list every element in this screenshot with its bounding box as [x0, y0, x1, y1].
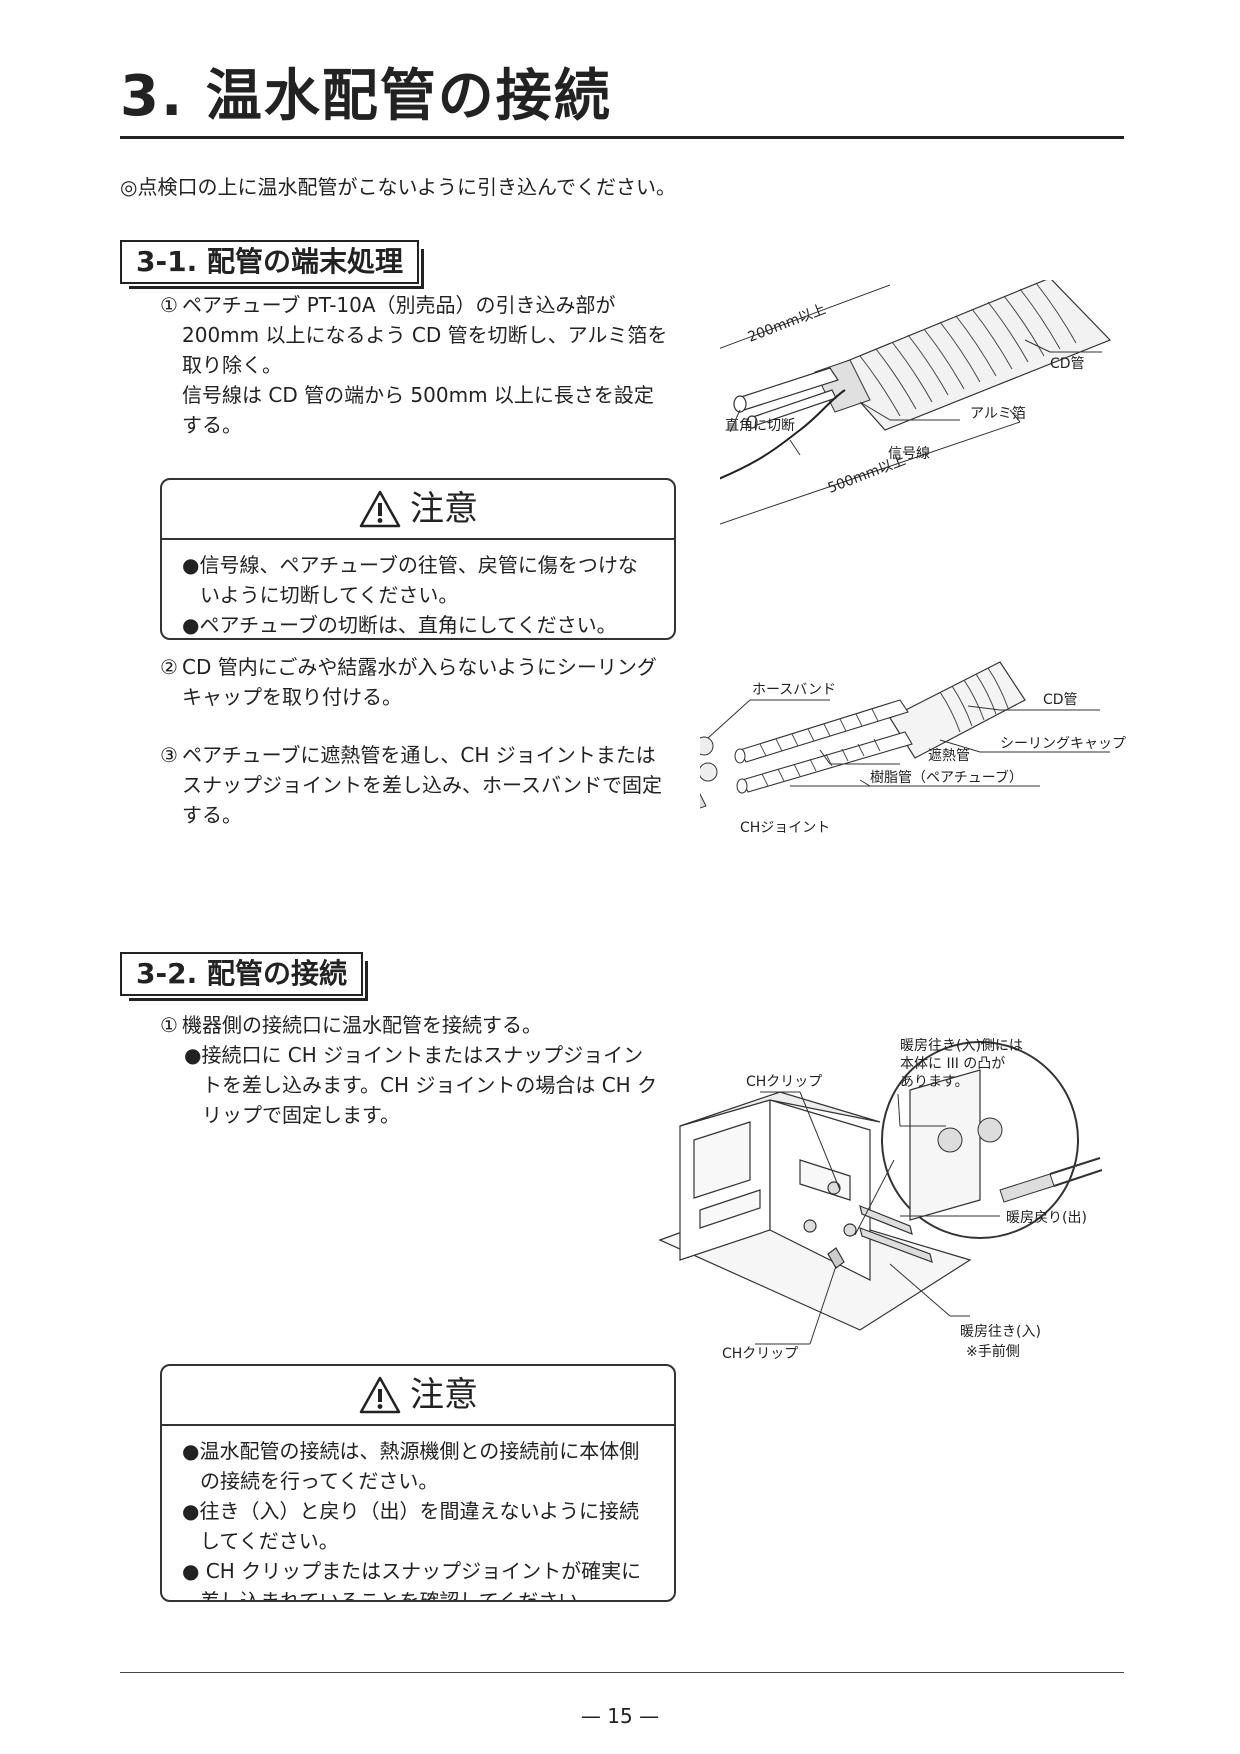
label-ch-clip-bottom: CHクリップ — [722, 1346, 798, 1362]
diagram-pipe-end-treatment: 200mm以上 CD管 アルミ箔 直角に切断 信号線 500mm以上 — [720, 280, 1112, 525]
label-sealing-cap: シーリングキャップ — [1000, 736, 1126, 752]
label-heating-return: 暖房戻り(出) — [1006, 1210, 1087, 1226]
warning-triangle-icon — [359, 1376, 401, 1414]
step-number: ① — [160, 1013, 178, 1037]
caution-item: ●往き（入）と戻り（出）を間違えないように接続 — [182, 1499, 640, 1523]
step-number: ③ — [160, 743, 178, 767]
caution-title: 注意 — [410, 489, 478, 529]
label-heating-supply: 暖房往き(入) — [960, 1324, 1041, 1340]
caution-item: ●ペアチューブの切断は、直角にしてください。 — [182, 613, 617, 637]
step-line: する。 — [182, 803, 242, 827]
label-cd-pipe: CD管 — [1050, 356, 1085, 372]
label-ch-joint: CHジョイント — [740, 820, 830, 836]
cd-pipe-illustration — [720, 280, 1112, 480]
step-line: キャップを取り付ける。 — [182, 685, 402, 709]
unit-illustration — [658, 1091, 972, 1331]
step-line: CD 管内にごみや結露水が入らないようにシーリング — [182, 655, 657, 679]
caution-title: 注意 — [410, 1375, 478, 1415]
step-line: 信号線は CD 管の端から 500mm 以上に長さを設定 — [182, 383, 654, 407]
diagram-unit-connection: CHクリップ 暖房往き(入)側には 本体に III の凸が あります。 暖房戻り… — [658, 1038, 1103, 1362]
label-note-line-1: 暖房往き(入)側には — [900, 1038, 1023, 1054]
warning-triangle-icon — [359, 490, 401, 528]
caution-item: ●温水配管の接続は、熱源機側との接続前に本体側 — [182, 1439, 640, 1463]
label-front-side: ※手前側 — [966, 1343, 1020, 1360]
caution-item: してください。 — [200, 1529, 339, 1553]
step-line: する。 — [182, 413, 242, 437]
label-signal-wire: 信号線 — [888, 446, 930, 462]
label-note-line-3: あります。 — [900, 1074, 969, 1090]
intro-text: ◎点検口の上に温水配管がこないように引き込んでください。 — [120, 175, 677, 199]
dimension-lines — [720, 284, 1102, 525]
label-note-line-2: 本体に III の凸が — [900, 1056, 1005, 1072]
step-line: ペアチューブに遮熱管を通し、CH ジョイントまたは — [182, 743, 656, 767]
bullet-line: ●接続口に CH ジョイントまたはスナップジョイン — [184, 1043, 644, 1067]
caution-item: いように切断してください。 — [200, 583, 459, 607]
leader-lines — [707, 699, 1110, 787]
caution-item: の接続を行ってください。 — [200, 1469, 439, 1493]
caution-item: ●信号線、ペアチューブの往管、戻管に傷をつけな — [182, 553, 638, 577]
page-title: 3. 温水配管の接続 — [120, 64, 612, 129]
section-heading-3-2: 3-2. 配管の接続 — [120, 952, 368, 1001]
step-number: ① — [160, 293, 178, 317]
label-ch-clip-top: CHクリップ — [746, 1074, 822, 1090]
caution-box-1: 注意 ●信号線、ペアチューブの往管、戻管に傷をつけな いように切断してください。… — [160, 478, 676, 640]
leader-lines — [755, 1091, 1000, 1345]
caution-box-2: 注意 ●温水配管の接続は、熱源機側との接続前に本体側 の接続を行ってください。 … — [160, 1364, 676, 1602]
caution-header: 注意 — [162, 480, 674, 540]
footer-rule — [120, 1672, 1124, 1673]
caution-item: 差し込まれていることを確認してください。 — [200, 1589, 599, 1602]
label-200mm: 200mm以上 — [746, 301, 828, 345]
step-line: 機器側の接続口に温水配管を接続する。 — [182, 1013, 542, 1037]
section-heading-3-1: 3-1. 配管の端末処理 — [120, 240, 424, 289]
caution-item: ● CH クリップまたはスナップジョイントが確実に — [182, 1559, 642, 1583]
step-line: 取り除く。 — [182, 353, 282, 377]
label-resin-pipe: 樹脂管（ペアチューブ） — [870, 769, 1023, 786]
bullet-line: リップで固定します。 — [202, 1103, 400, 1127]
label-cd-pipe: CD管 — [1043, 692, 1078, 708]
label-hose-band: ホースバンド — [752, 682, 836, 698]
title-rule — [120, 136, 1124, 139]
pipe-assembly-illustration — [700, 661, 1026, 809]
bullet-line: トを差し込みます。CH ジョイントの場合は CH ク — [202, 1073, 658, 1097]
caution-header: 注意 — [162, 1366, 674, 1426]
magnified-inset — [854, 1041, 1103, 1239]
step-number: ② — [160, 655, 178, 679]
diagram-joint-assembly: ホースバンド CD管 シーリングキャップ 遮熱管 樹脂管（ペアチューブ） CHジ… — [700, 661, 1126, 836]
page-number: — 15 — — [580, 1704, 660, 1728]
label-500mm: 500mm以上 — [826, 452, 908, 496]
label-right-angle-cut: 直角に切断 — [725, 417, 795, 434]
step-line: スナップジョイントを差し込み、ホースバンドで固定 — [182, 773, 662, 797]
step-line: ペアチューブ PT-10A（別売品）の引き込み部が — [182, 293, 616, 317]
label-aluminum-foil: アルミ箔 — [970, 406, 1026, 422]
step-line: 200mm 以上になるよう CD 管を切断し、アルミ箔を — [182, 323, 668, 347]
label-heat-shield-pipe: 遮熱管 — [928, 748, 970, 764]
